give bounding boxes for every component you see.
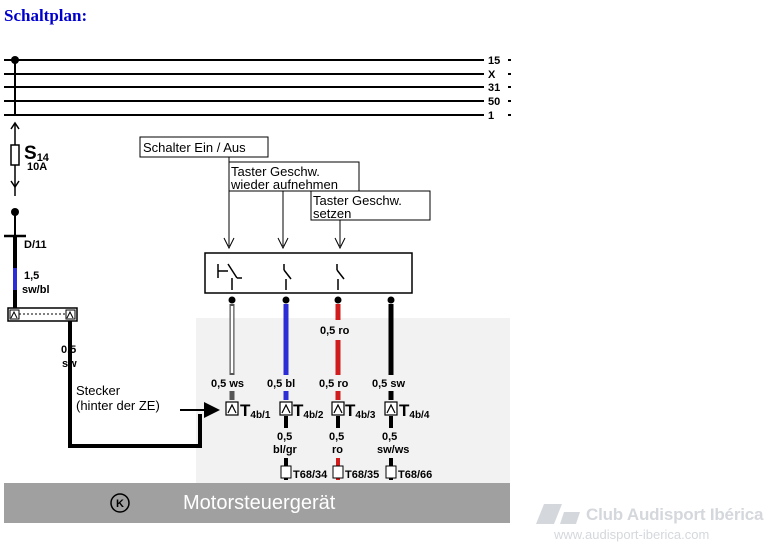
wire-sw-bl-color: sw/bl bbox=[22, 284, 50, 296]
lower-color-2: ro bbox=[332, 444, 343, 456]
wire-bl-label: 0,5 bl bbox=[267, 378, 295, 390]
wire-ro-upper-label: 0,5 ro bbox=[320, 325, 350, 337]
pin-label-t4b4: T4b/4 bbox=[399, 401, 430, 421]
ecu-name: Motorsteuergerät bbox=[183, 492, 336, 514]
wire-sw-4-label: 0,5 sw bbox=[372, 378, 405, 390]
ecu-symbol-icon bbox=[110, 493, 130, 513]
page-title: Schaltplan: bbox=[4, 6, 88, 25]
club-logo-icon bbox=[536, 504, 580, 524]
bus-1-label: 1 bbox=[488, 110, 494, 122]
watermark-url: www.audisport-iberica.com bbox=[554, 527, 710, 542]
bus-lines bbox=[4, 59, 484, 116]
lower-size-1: 0,5 bbox=[277, 431, 292, 443]
watermark: Club Audisport Ibérica www.audisport-ibe… bbox=[536, 502, 782, 544]
bus-15-label: 15 bbox=[488, 55, 500, 67]
ecu-pin-t68-34: T68/34 bbox=[293, 469, 328, 481]
bus-end-ticks bbox=[508, 59, 511, 116]
bus-x-label: X bbox=[488, 69, 496, 81]
wire-sw-size: 0,5 bbox=[61, 344, 76, 356]
callout-switch-on-off bbox=[139, 136, 269, 158]
pin-label-t4b1: T4b/1 bbox=[240, 401, 271, 421]
plug-label: Stecker(hinter der ZE) bbox=[76, 383, 160, 413]
callout-resume-text: Taster Geschw.wieder aufnehmen bbox=[230, 164, 338, 192]
ecu-pin-t68-35: T68/35 bbox=[345, 469, 379, 481]
wire-ro-label: 0,5 ro bbox=[319, 378, 349, 390]
wire-sw-bl-size: 1,5 bbox=[24, 270, 39, 282]
pin-label-t4b2: T4b/2 bbox=[293, 401, 324, 421]
ecu-symbol-letter: K bbox=[116, 498, 124, 510]
callout-set bbox=[310, 190, 431, 221]
fuse-rating: 10A bbox=[27, 161, 47, 173]
bus-31-label: 31 bbox=[488, 82, 500, 94]
left-connector-block bbox=[7, 307, 78, 322]
connector-d11-label: D/11 bbox=[24, 239, 47, 251]
lower-color-3: sw/ws bbox=[377, 444, 409, 456]
fuse-icon bbox=[10, 144, 20, 166]
switch-symbols bbox=[217, 263, 345, 290]
lower-size-2: 0,5 bbox=[329, 431, 344, 443]
callout-set-text: Taster Geschw.setzen bbox=[313, 193, 402, 221]
watermark-club-name: Club Audisport Ibérica bbox=[586, 505, 764, 524]
component-field bbox=[196, 318, 510, 484]
callout-resume bbox=[228, 161, 360, 192]
lower-color-1: bl/gr bbox=[273, 444, 298, 456]
switch-module bbox=[204, 252, 413, 294]
wire-sw-color: sw bbox=[62, 358, 77, 370]
ecu-band bbox=[4, 483, 510, 523]
lower-size-3: 0,5 bbox=[382, 431, 397, 443]
fuse-name: S14 bbox=[24, 143, 50, 164]
plug-up-icon bbox=[10, 121, 20, 130]
ecu-pin-t68-66: T68/66 bbox=[398, 469, 432, 481]
callout-switch-on-off-text: Schalter Ein / Aus bbox=[143, 140, 246, 155]
wire-ws-label: 0,5 ws bbox=[211, 378, 244, 390]
wire-sw-route bbox=[68, 321, 202, 448]
pin-connectors bbox=[225, 401, 398, 416]
pin-label-t4b3: T4b/3 bbox=[345, 401, 376, 421]
plug-down-icon bbox=[10, 180, 20, 189]
bus-50-label: 50 bbox=[488, 96, 500, 108]
